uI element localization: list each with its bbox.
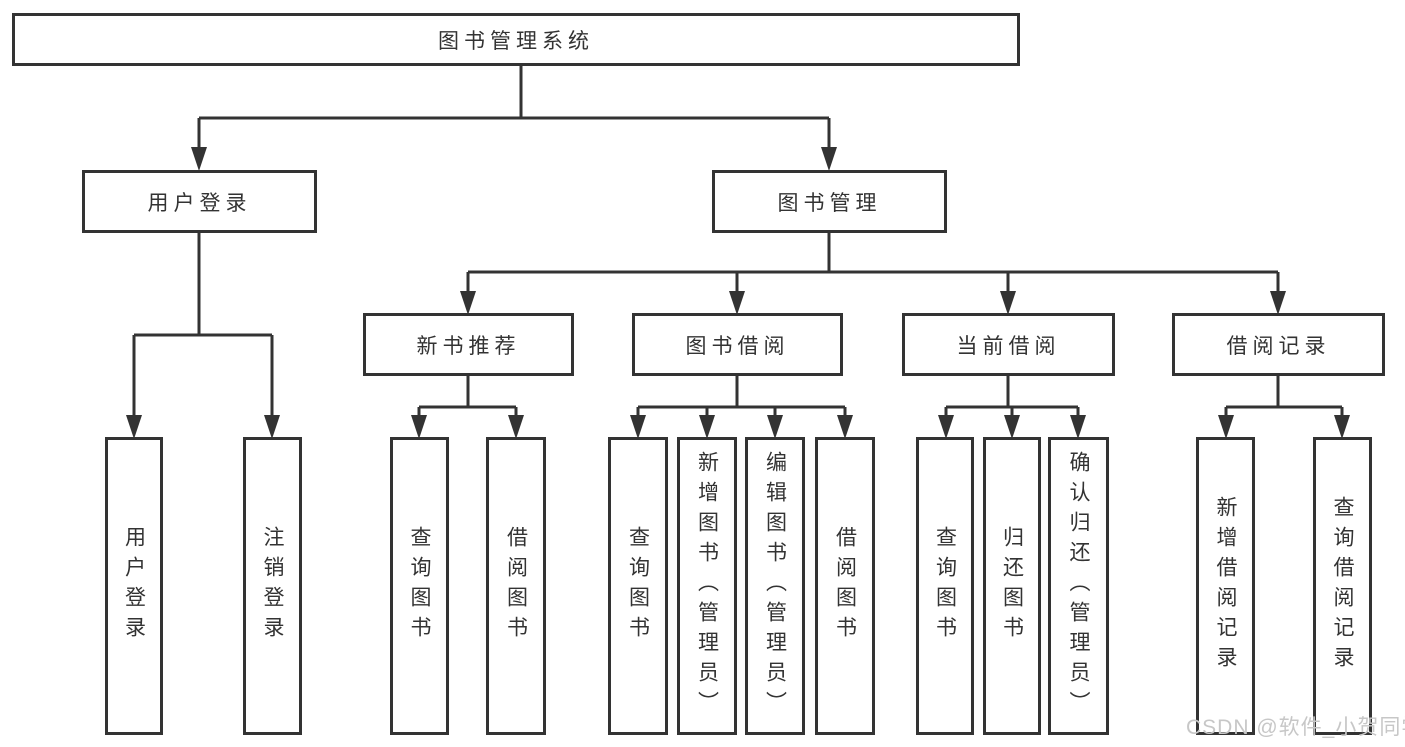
node-label: 当前借阅 [956, 334, 1061, 358]
leaf-query-books: 查询图书 [608, 437, 668, 735]
leaf-label: 借阅图书 [833, 526, 857, 646]
leaf-label: 新增借阅记录 [1214, 496, 1237, 676]
leaf-label: 查询借阅记录 [1331, 496, 1354, 676]
leaf-label: 查询图书 [933, 526, 957, 646]
leaf-logout: 注销登录 [243, 437, 302, 735]
leaf-add-books-admin: 新增图书（管理员） [677, 437, 737, 735]
leaf-query-books: 查询图书 [390, 437, 449, 735]
node-label: 图书管理 [777, 191, 882, 215]
node-label: 图书借阅 [685, 334, 790, 358]
node-book-borrowing: 图书借阅 [632, 313, 843, 376]
leaf-borrow-books: 借阅图书 [815, 437, 875, 735]
node-user-login: 用户登录 [82, 170, 317, 233]
leaf-borrow-books: 借阅图书 [486, 437, 546, 735]
leaf-label: 确认归还（管理员） [1067, 451, 1090, 721]
node-borrowing-records: 借阅记录 [1172, 313, 1385, 376]
leaf-query-borrow-record: 查询借阅记录 [1313, 437, 1372, 735]
node-label: 用户登录 [147, 191, 252, 215]
leaf-label: 注销登录 [261, 526, 284, 646]
node-new-book-recommend: 新书推荐 [363, 313, 574, 376]
leaf-label: 查询图书 [408, 526, 431, 646]
leaf-user-login: 用户登录 [105, 437, 163, 735]
node-current-borrowing: 当前借阅 [902, 313, 1115, 376]
node-label: 借阅记录 [1226, 334, 1331, 358]
leaf-add-borrow-record: 新增借阅记录 [1196, 437, 1255, 735]
node-library-management-system: 图书管理系统 [12, 13, 1020, 66]
leaf-edit-books-admin: 编辑图书（管理员） [745, 437, 805, 735]
leaf-label: 借阅图书 [504, 526, 528, 646]
leaf-confirm-return-admin: 确认归还（管理员） [1048, 437, 1109, 735]
node-label: 图书管理系统 [438, 29, 594, 53]
arrowheads [126, 147, 1350, 439]
leaf-return-books: 归还图书 [983, 437, 1041, 735]
leaf-label: 归还图书 [1000, 526, 1024, 646]
node-book-management: 图书管理 [712, 170, 947, 233]
leaf-label: 新增图书（管理员） [695, 451, 719, 721]
leaf-label: 查询图书 [626, 526, 650, 646]
leaf-label: 用户登录 [122, 526, 146, 646]
csdn-watermark: CSDN @软件_小贺同学 [1186, 716, 1405, 739]
leaf-query-books: 查询图书 [916, 437, 974, 735]
node-label: 新书推荐 [416, 334, 521, 358]
leaf-label: 编辑图书（管理员） [763, 451, 787, 721]
